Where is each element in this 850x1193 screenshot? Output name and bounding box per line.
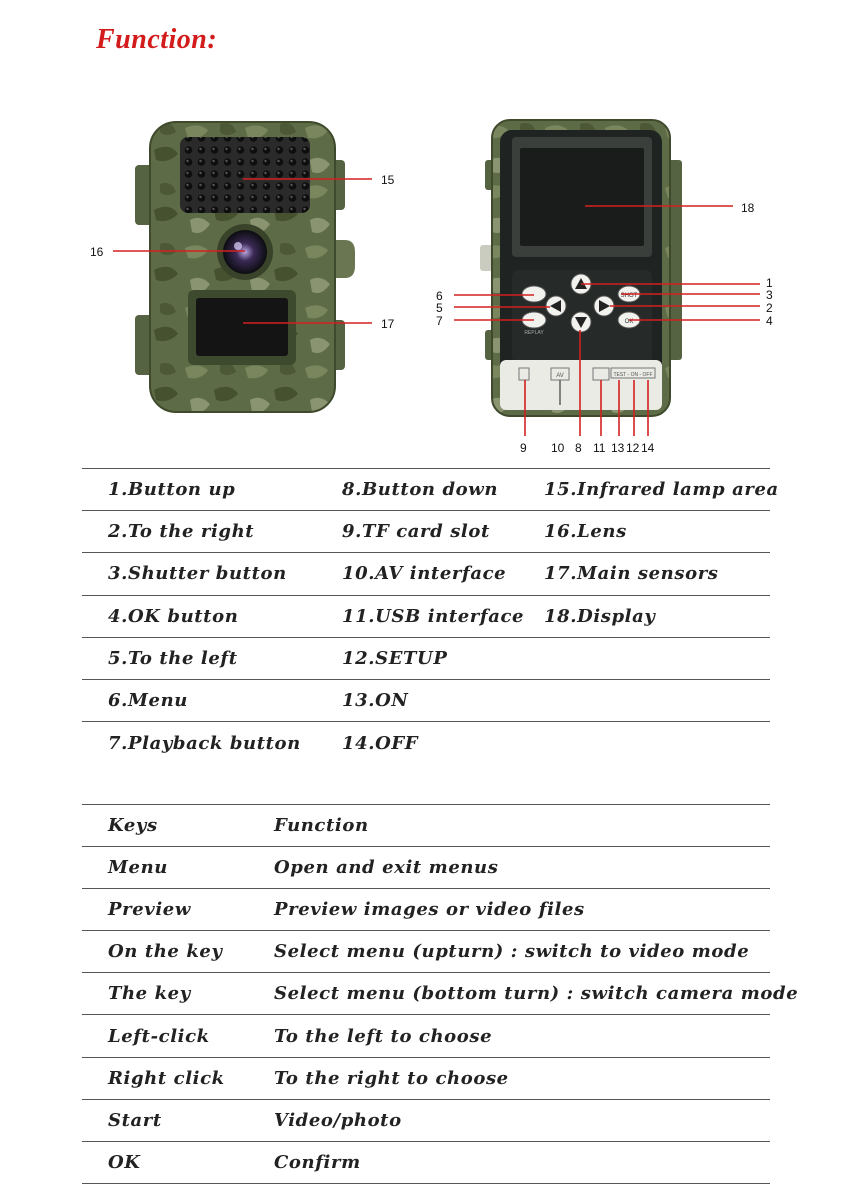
front-camera xyxy=(135,121,355,413)
key-function: To the left to choose xyxy=(274,1025,493,1047)
parts-cell: 2.To the right xyxy=(108,521,255,543)
key-name: Left-click xyxy=(108,1025,210,1047)
key-name: Preview xyxy=(108,899,191,921)
parts-cell: 15.Infrared lamp area xyxy=(544,479,779,501)
keys-header-row: Keys Function xyxy=(82,805,770,848)
callout-1: 1 xyxy=(766,276,773,290)
callout-17: 17 xyxy=(381,317,395,331)
parts-cell: 13.ON xyxy=(342,690,409,712)
parts-cell: 4.OK button xyxy=(108,605,239,627)
parts-cell: 6.Menu xyxy=(108,690,188,712)
keys-row: Start Video/photo xyxy=(82,1100,770,1142)
keys-row: Left-click To the left to choose xyxy=(82,1015,770,1058)
page-title: Function: xyxy=(96,24,218,55)
keys-header-keys: Keys xyxy=(108,815,158,837)
callout-9: 9 xyxy=(520,441,527,455)
callout-6: 6 xyxy=(436,289,443,303)
key-name: On the key xyxy=(108,941,223,963)
parts-cell: 18.Display xyxy=(544,605,656,627)
parts-cell: 7.Playback button xyxy=(108,732,301,754)
keys-table: Keys Function Menu Open and exit menus P… xyxy=(82,804,798,1184)
parts-row: 5.To the left 12.SETUP xyxy=(82,638,770,680)
keys-row: OK Confirm xyxy=(82,1142,770,1184)
parts-cell: 12.SETUP xyxy=(342,647,448,669)
callout-12: 12 xyxy=(626,441,640,455)
key-function: Confirm xyxy=(274,1151,361,1173)
parts-cell: 8.Button down xyxy=(342,479,499,501)
parts-row: 7.Playback button 14.OFF xyxy=(82,722,770,764)
main-sensor xyxy=(196,298,288,356)
keys-row: On the key Select menu (upturn) : switch… xyxy=(82,931,770,974)
callout-7: 7 xyxy=(436,314,443,328)
mode-switch[interactable] xyxy=(610,367,656,379)
parts-cell: 3.Shutter button xyxy=(108,563,287,585)
lens xyxy=(223,230,267,274)
keys-row: Preview Preview images or video files xyxy=(82,889,770,932)
parts-cell: 10.AV interface xyxy=(342,563,507,585)
callout-2: 2 xyxy=(766,301,773,315)
parts-row: 1.Button up 8.Button down 15.Infrared la… xyxy=(82,469,778,512)
key-name: Start xyxy=(108,1109,162,1131)
back-camera: SHOT OK REPLAY AV TEST - ON - OFF xyxy=(480,119,682,417)
arrow-down-icon xyxy=(575,317,587,328)
callout-15: 15 xyxy=(381,173,395,187)
callout-11: 11 xyxy=(593,441,606,455)
arrow-left-icon xyxy=(550,300,561,312)
key-name: Right click xyxy=(108,1067,225,1089)
key-function: Select menu (bottom turn) : switch camer… xyxy=(274,983,799,1005)
parts-cell: 11.USB interface xyxy=(342,605,525,627)
key-name: OK xyxy=(108,1151,141,1173)
replay-label: REPLAY xyxy=(524,330,544,336)
parts-cell: 5.To the left xyxy=(108,647,238,669)
parts-row: 6.Menu 13.ON xyxy=(82,680,770,723)
key-function: Preview images or video files xyxy=(274,899,585,921)
shot-label: SHOT xyxy=(621,293,638,299)
callout-3: 3 xyxy=(766,288,773,302)
callout-16: 16 xyxy=(90,245,104,259)
keys-row: The key Select menu (bottom turn) : swit… xyxy=(82,973,798,1016)
parts-row: 2.To the right 9.TF card slot 16.Lens xyxy=(82,511,770,554)
display-screen xyxy=(520,148,644,246)
keys-row: Menu Open and exit menus xyxy=(82,847,770,890)
ok-label: OK xyxy=(625,319,634,325)
tf-card-slot xyxy=(518,367,530,381)
parts-cell: 9.TF card slot xyxy=(342,521,490,543)
key-function: Select menu (upturn) : switch to video m… xyxy=(274,941,750,963)
parts-cell: 1.Button up xyxy=(108,479,236,501)
parts-table: 1.Button up 8.Button down 15.Infrared la… xyxy=(82,468,778,764)
keys-row: Right click To the right to choose xyxy=(82,1058,770,1100)
parts-row: 3.Shutter button 10.AV interface 17.Main… xyxy=(82,553,770,596)
arrow-right-icon xyxy=(599,300,610,312)
camera-figure: SHOT OK REPLAY AV TEST - ON - OFF 15 16 … xyxy=(90,119,773,455)
parts-row: 4.OK button 11.USB interface 18.Display xyxy=(82,596,770,638)
parts-cell: 14.OFF xyxy=(342,732,419,754)
callout-5: 5 xyxy=(436,301,443,315)
keys-header-function: Function xyxy=(274,815,369,837)
switch-label: TEST - ON - OFF xyxy=(613,372,652,378)
parts-cell: 17.Main sensors xyxy=(544,563,719,585)
callout-lines xyxy=(113,178,760,436)
callout-18: 18 xyxy=(741,201,755,215)
key-function: Open and exit menus xyxy=(274,857,499,879)
callout-4: 4 xyxy=(766,314,773,328)
menu-button[interactable] xyxy=(521,285,547,303)
infrared-lamp-area xyxy=(180,137,310,213)
callout-14: 14 xyxy=(641,441,655,455)
callout-13: 13 xyxy=(611,441,625,455)
key-name: The key xyxy=(108,983,191,1005)
callout-8: 8 xyxy=(575,441,582,455)
key-function: To the right to choose xyxy=(274,1067,509,1089)
key-name: Menu xyxy=(108,857,168,879)
av-label: AV xyxy=(556,373,564,379)
key-function: Video/photo xyxy=(274,1109,402,1131)
callout-10: 10 xyxy=(551,441,565,455)
parts-cell: 16.Lens xyxy=(544,521,627,543)
